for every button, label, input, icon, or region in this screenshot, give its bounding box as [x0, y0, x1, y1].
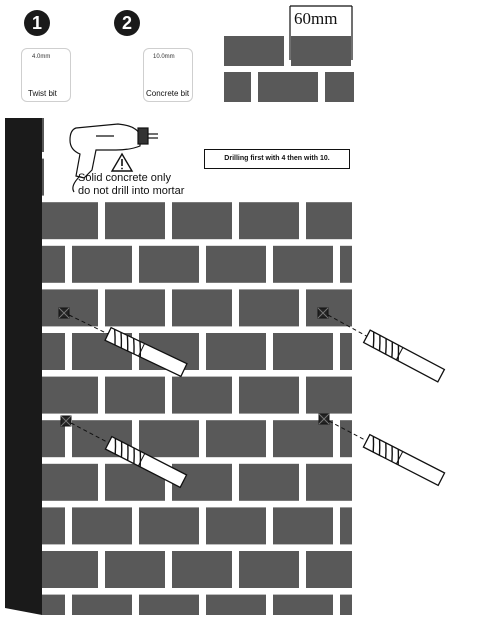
anchor-point-icon	[60, 415, 72, 427]
drill-bit-icon	[362, 433, 446, 487]
brick	[72, 507, 132, 545]
brick	[42, 202, 98, 240]
brick	[42, 289, 98, 327]
brick	[139, 420, 199, 458]
brick	[206, 594, 266, 615]
twist-bit-size: 4.0mm	[32, 54, 51, 60]
step-1-badge: 1	[24, 10, 50, 36]
guide-line	[328, 420, 367, 442]
wall-sample	[224, 36, 354, 102]
brick	[306, 202, 352, 240]
warning-text: Solid concrete only do not drill into mo…	[78, 172, 184, 198]
brick	[273, 594, 333, 615]
brick	[105, 376, 165, 414]
brick	[105, 202, 165, 240]
brick	[42, 463, 98, 501]
dimension-marker	[289, 5, 353, 60]
drill-bit-icon	[362, 329, 446, 383]
brick	[42, 507, 65, 545]
brick	[42, 245, 65, 283]
drill-icon	[69, 123, 158, 193]
brick	[172, 551, 232, 588]
guide-line	[68, 314, 109, 335]
brick	[105, 551, 165, 588]
brick	[206, 245, 266, 283]
brick	[72, 594, 132, 615]
brick	[42, 594, 65, 615]
drill-bit-icon	[104, 435, 188, 489]
brick	[273, 245, 333, 283]
warning-line-2: do not drill into mortar	[78, 185, 185, 197]
step-2-number: 2	[121, 13, 132, 33]
brick	[340, 594, 352, 615]
dimension-label: 60mm	[294, 9, 338, 28]
brick	[258, 72, 318, 102]
brick	[224, 36, 284, 66]
step-1-number: 1	[31, 13, 42, 33]
brick	[172, 376, 232, 414]
brick	[206, 333, 266, 370]
brick	[306, 376, 352, 414]
brick	[42, 551, 98, 588]
brick	[239, 376, 299, 414]
anchor-point-icon	[317, 307, 329, 319]
instruction-note: Drilling first with 4 then with 10.	[204, 149, 350, 169]
brick	[139, 594, 199, 615]
brick	[172, 202, 232, 240]
drill-bit-group	[58, 307, 446, 489]
brick	[325, 72, 354, 102]
concrete-bit-label: Concrete bit	[146, 89, 190, 98]
brick	[306, 551, 352, 588]
brick	[239, 551, 299, 588]
drill-bit-icon	[104, 326, 188, 378]
brick	[42, 333, 65, 370]
warning-line-1: Solid concrete only	[78, 172, 171, 184]
brick	[340, 245, 352, 283]
brick	[42, 376, 98, 414]
brick	[273, 507, 333, 545]
brick	[239, 202, 299, 240]
brick	[239, 289, 299, 327]
brick	[340, 333, 352, 370]
brick	[139, 507, 199, 545]
anchor-point-icon	[58, 307, 70, 319]
brick	[306, 289, 352, 327]
brick	[273, 420, 333, 458]
brick	[172, 289, 232, 327]
twist-bit-card: 4.0mm Twist bit	[21, 48, 71, 102]
brick	[239, 463, 299, 501]
brick	[206, 507, 266, 545]
brick	[340, 420, 352, 458]
brick	[291, 36, 351, 66]
guide-line	[70, 422, 109, 444]
brick	[206, 420, 266, 458]
brick	[42, 420, 65, 458]
brick	[340, 507, 352, 545]
brick	[273, 333, 333, 370]
concrete-bit-size: 10.0mm	[153, 54, 175, 60]
brick	[306, 463, 352, 501]
wall-side-edge	[5, 118, 42, 615]
brick	[139, 245, 199, 283]
concrete-bit-card: 10.0mm Concrete bit	[143, 48, 193, 102]
brick	[105, 289, 165, 327]
step-2-badge: 2	[114, 10, 140, 36]
brick	[224, 72, 251, 102]
guide-line	[327, 314, 368, 337]
warning-triangle-icon	[110, 152, 134, 172]
twist-bit-label: Twist bit	[28, 89, 57, 98]
brick	[72, 245, 132, 283]
anchor-point-icon	[318, 413, 330, 425]
